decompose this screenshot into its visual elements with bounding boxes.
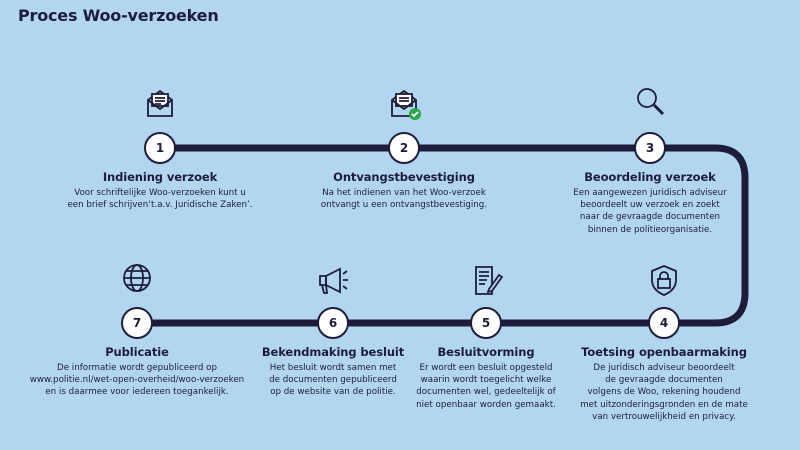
step-number: 4 [648, 307, 680, 339]
step-number: 6 [317, 307, 349, 339]
description-line: www.politie.nl/wet-open-overheid/woo-ver… [29, 375, 245, 386]
globe-icon [120, 261, 154, 295]
description-line: De juridisch adviseur beoordeelt [593, 363, 735, 373]
description-line: binnen de politieorganisatie. [587, 224, 713, 235]
lock-shield-icon [647, 263, 681, 297]
step-number: 1 [144, 132, 176, 164]
description-line: niet openbaar worden gemaakt. [416, 399, 556, 410]
step-description: Een aangewezen juridisch adviseur beoorde… [520, 187, 780, 236]
document-pen-icon [469, 263, 504, 297]
magnifier-icon [633, 84, 667, 118]
envelope-icon [143, 86, 177, 120]
description-line: waarin wordt toegelicht welke [420, 375, 552, 386]
step-title: Publicatie [105, 345, 169, 359]
step-number: 3 [634, 132, 666, 164]
description-line: beoordeelt uw verzoek en zoekt [580, 200, 720, 211]
description-line: De informatie wordt gepubliceerd op [57, 363, 217, 373]
description-line: Er wordt een besluit opgesteld [419, 363, 553, 373]
description-line: de gevraagde documenten [605, 375, 723, 386]
step-description: Het besluit wordt samen met de documenten… [203, 362, 463, 399]
step-4: Toetsing openbaarmaking De juridisch advi… [534, 345, 794, 423]
step-description: De juridisch adviseur beoordeelt de gevra… [534, 362, 794, 423]
step-description: Er wordt een besluit opgesteld waarin wor… [356, 362, 616, 411]
description-line: naar de gevraagde documenten [579, 212, 721, 223]
envelope-check-icon [387, 86, 421, 120]
description-line: Voor schriftelijke Woo-verzoeken kunt u [74, 188, 246, 198]
step-title: Beoordeling verzoek [584, 170, 716, 184]
description-line: de documenten gepubliceerd [269, 375, 397, 386]
step-number: 2 [388, 132, 420, 164]
step-title: Bekendmaking besluit [261, 345, 405, 359]
description-line: ontvangt u een ontvangstbevestiging. [320, 200, 488, 211]
page-title: Proces Woo-verzoeken [18, 6, 219, 25]
step-7: Publicatie De informatie wordt gepublicee… [7, 345, 267, 399]
description-line: op de website van de politie. [270, 387, 396, 398]
step-2: Ontvangstbevestiging Na het indienen van … [274, 170, 534, 211]
step-description: De informatie wordt gepubliceerd op www.p… [7, 362, 267, 399]
step-number: 5 [470, 307, 502, 339]
step-title: Indiening verzoek [102, 170, 218, 184]
step-title: Besluitvorming [437, 345, 535, 359]
description-line: Het besluit wordt samen met [269, 363, 397, 373]
step-title: Ontvangstbevestiging [333, 170, 475, 184]
step-title: Toetsing openbaarmaking [581, 345, 747, 359]
step-description: Voor schriftelijke Woo-verzoeken kunt u e… [30, 187, 290, 211]
step-description: Na het indienen van het Woo-verzoek ontva… [274, 187, 534, 211]
description-line: Na het indienen van het Woo-verzoek [322, 188, 486, 198]
description-line: documenten wel, gedeeltelijk of [416, 387, 556, 398]
description-line: Een aangewezen juridisch adviseur [573, 188, 727, 198]
description-line: en is daarmee voor iedereen toegankelijk… [45, 387, 229, 398]
step-number: 7 [121, 307, 153, 339]
description-line: van vertrouwelijkheid en privacy. [592, 411, 736, 422]
description-line: met uitzonderingsgronden en de mate [580, 399, 748, 410]
megaphone-icon [316, 263, 350, 297]
description-line: een brief schrijven‘t.a.v. Juridische Za… [67, 200, 253, 211]
step-5: Besluitvorming Er wordt een besluit opges… [356, 345, 616, 411]
description-line: volgens de Woo, rekening houdend [587, 387, 741, 398]
